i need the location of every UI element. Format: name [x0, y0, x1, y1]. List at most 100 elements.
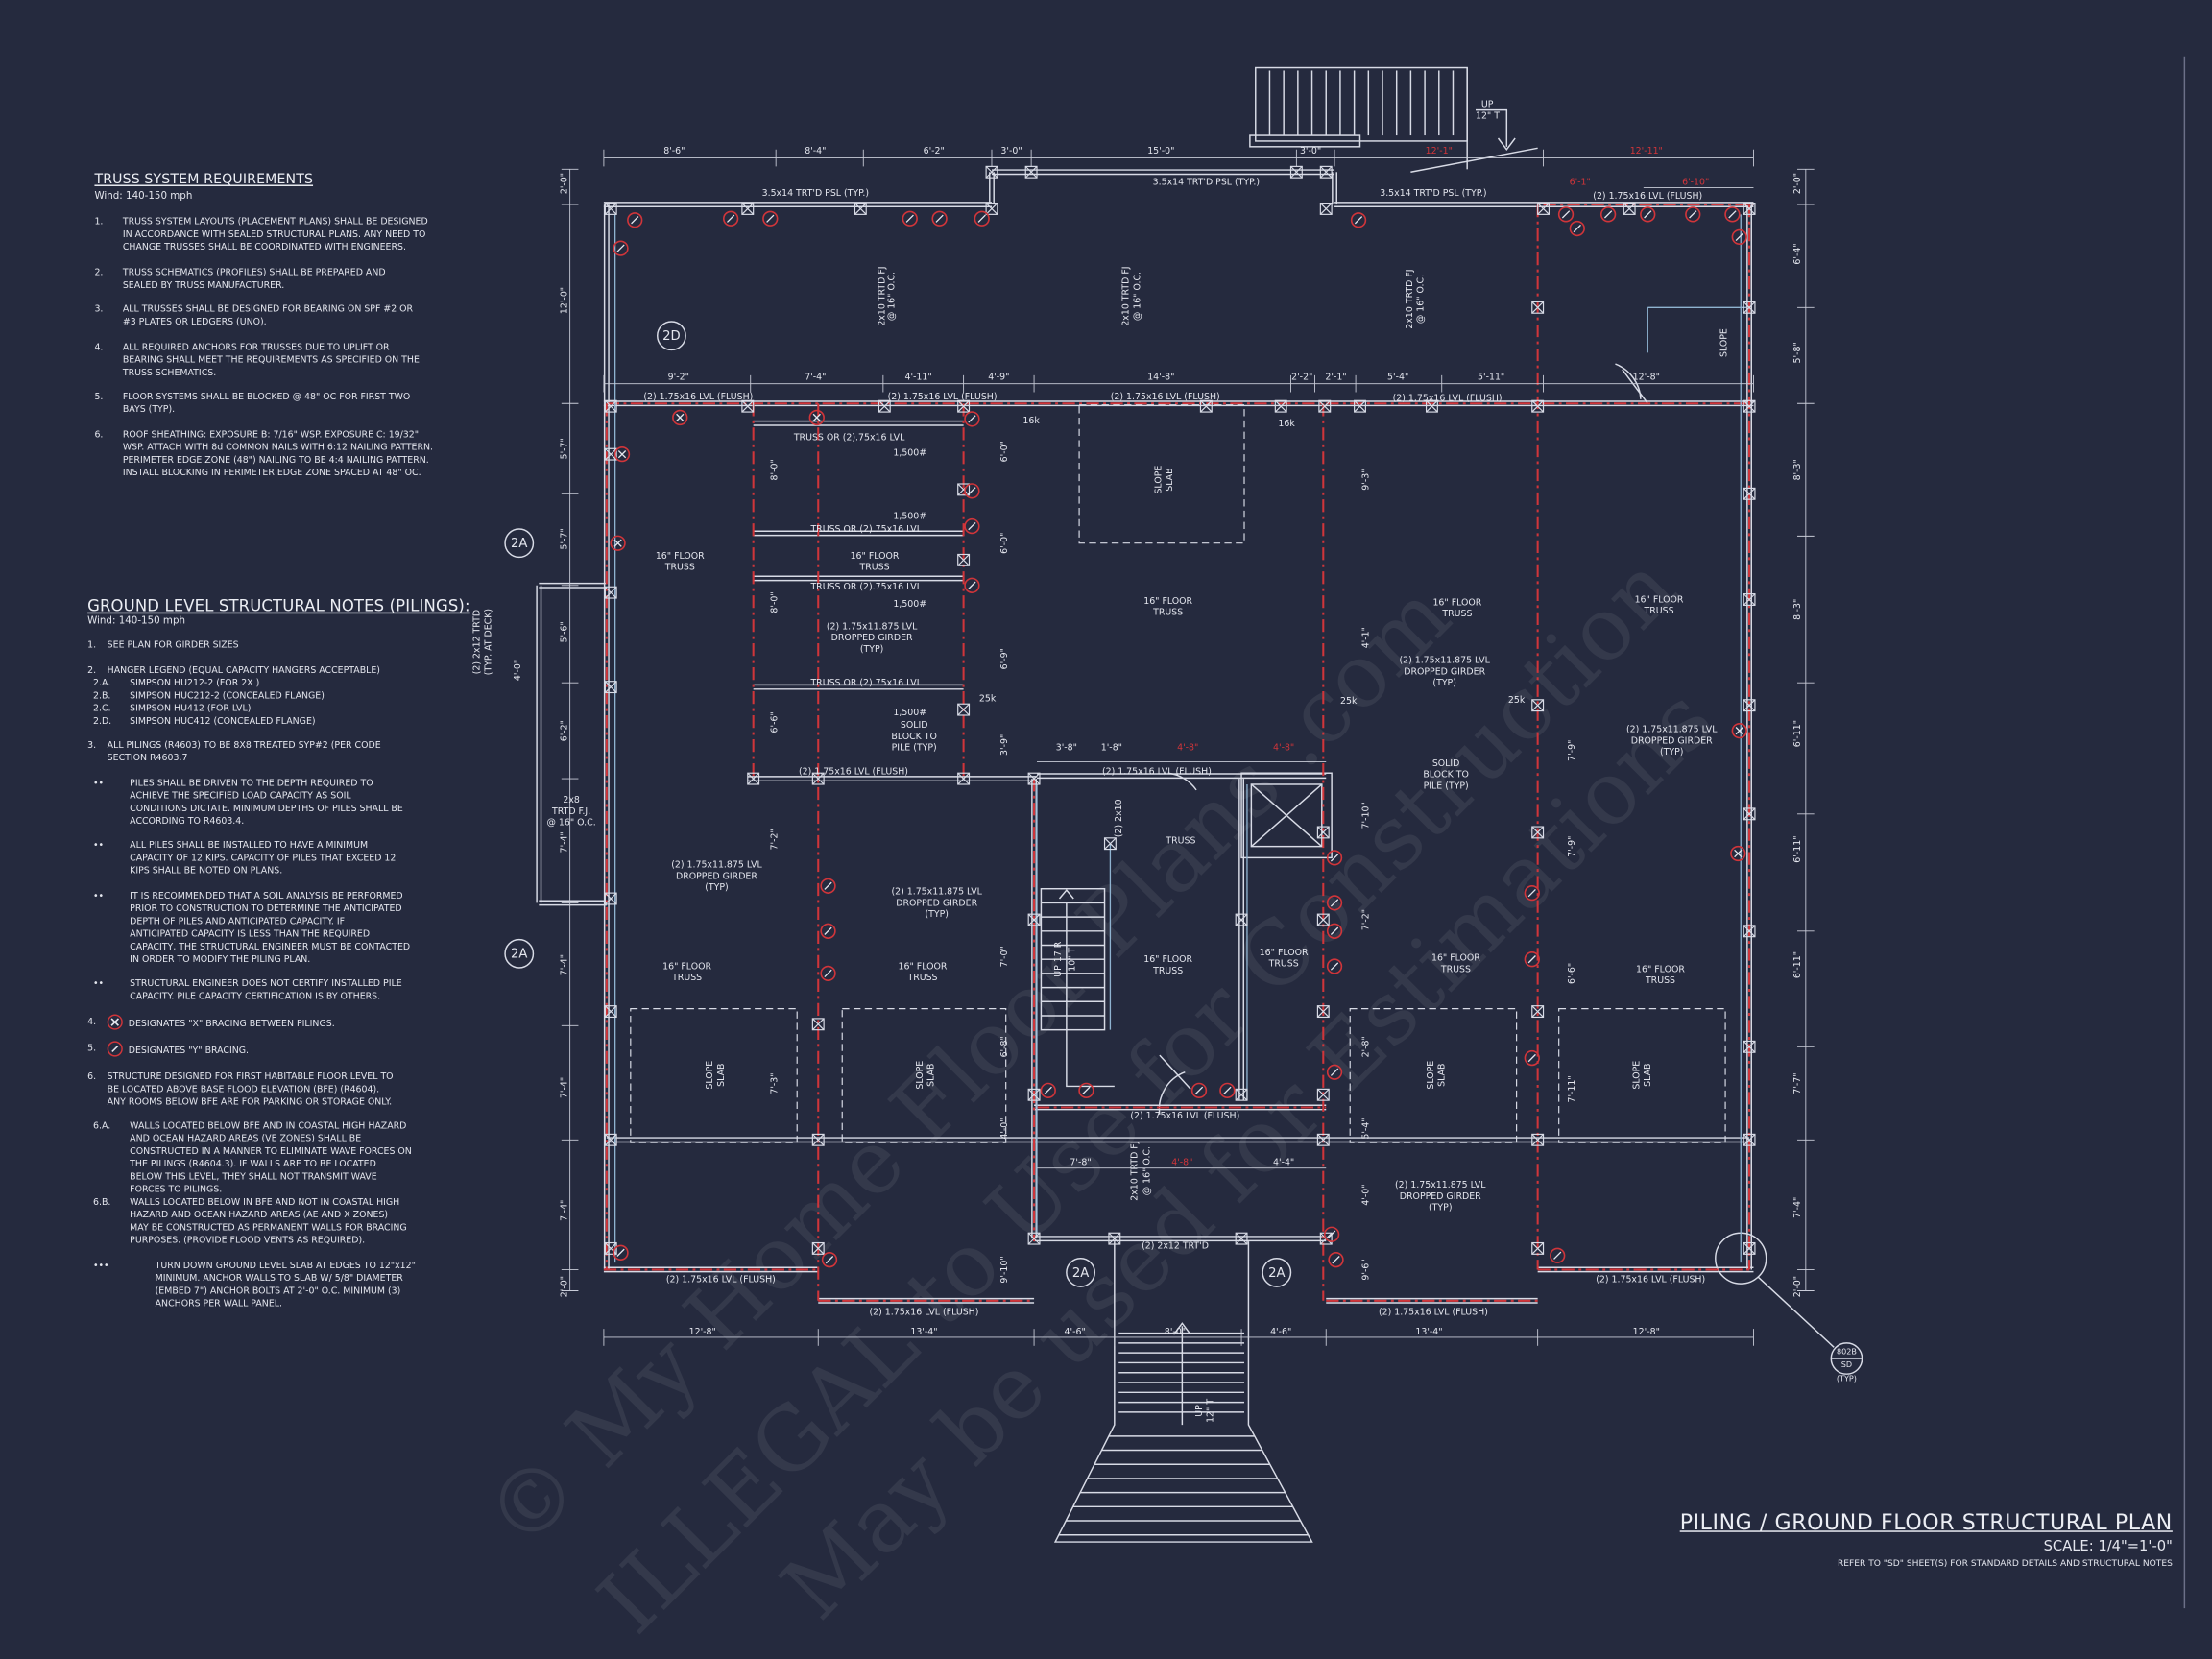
detail-tag: 2A: [1268, 1266, 1285, 1281]
dimension-text: 7'-8": [1070, 1158, 1091, 1168]
plan-label: (2) 1.75x11.875 LVL: [1399, 656, 1490, 666]
note-number: 1.: [87, 638, 97, 651]
plan-label: 3.5x14 TRT'D PSL (TYP.): [762, 188, 869, 199]
detail-tag-circle: [657, 321, 686, 351]
piling-icon: [1235, 1088, 1248, 1101]
plan-label: @ 16" O.C.: [1132, 272, 1142, 321]
plan-label: TRUSS: [906, 973, 937, 983]
dimension-text: 2'-0": [560, 1276, 570, 1297]
plan-label: (TYP): [1432, 678, 1455, 688]
plan-label: 1,500#: [893, 708, 926, 718]
note-item: 4.DESIGNATES "X" BRACING BETWEEN PILINGS…: [87, 1013, 416, 1030]
slope-label: SLOPE: [705, 1061, 715, 1090]
plan-label: 2x10 TRTD FJ: [1405, 269, 1415, 328]
plan-label: TRUSS: [671, 973, 702, 983]
slab-label: SLAB: [1165, 468, 1175, 491]
note-text-line: TRUSS SYSTEM LAYOUTS (PLACEMENT PLANS) S…: [122, 215, 428, 228]
dimension-text: 12'-11": [1630, 146, 1663, 156]
plan-label: DROPPED GIRDER: [1631, 735, 1713, 746]
note-item: ••IT IS RECOMMENDED THAT A SOIL ANALYSIS…: [87, 889, 416, 965]
piling-icon: [1531, 301, 1545, 314]
plan-label: (2) 1.75x11.875 LVL: [1395, 1180, 1486, 1190]
dimension-text: 7'-3": [770, 1072, 781, 1094]
piling-icon: [1235, 913, 1248, 926]
shaft-x: [1250, 783, 1323, 848]
plan-label: 16k: [1022, 416, 1040, 426]
note-text-line: FORCES TO PILINGS.: [130, 1183, 223, 1195]
plan-label: TRUSS: [1441, 609, 1472, 619]
note-text-line: BEARING SHALL MEET THE REQUIREMENTS AS S…: [122, 353, 420, 365]
note-text-line: MINIMUM. ANCHOR WALLS TO SLAB W/ 5/8" DI…: [155, 1271, 403, 1284]
dimension-text: 7'-7": [1792, 1072, 1803, 1094]
piling-icon: [1531, 699, 1545, 712]
note-text-line: CHANGE TRUSSES SHALL BE COORDINATED WITH…: [122, 241, 406, 253]
dimension-text: 12'-0": [560, 287, 570, 314]
note-item: 6.A.WALLS LOCATED BELOW BFE AND IN COAST…: [87, 1120, 416, 1196]
dimension-text: 4'-8": [1177, 743, 1198, 754]
plan-label: (2) 2x12 TRTD: [472, 610, 483, 674]
plan-label: SD: [1841, 1359, 1852, 1369]
plan-label: (2) 1.75x11.875 LVL: [827, 621, 918, 632]
piling-icon: [1743, 1040, 1756, 1053]
piling-icon: [604, 586, 617, 599]
plan-label: (TYP): [705, 882, 728, 893]
dimension-text: 12'-8": [1633, 1327, 1660, 1337]
x-bracing-legend-icon: [107, 1013, 123, 1029]
dimension-text: 3'-0": [1000, 146, 1022, 156]
plan-label: 3.5x14 TRT'D PSL (TYP.): [1153, 177, 1260, 187]
note-text-line: PILES SHALL BE DRIVEN TO THE DEPTH REQUI…: [130, 776, 373, 788]
dimension-text: 6'-6": [770, 711, 781, 733]
note-item: 3.ALL TRUSSES SHALL BE DESIGNED FOR BEAR…: [94, 303, 433, 328]
y-bracing-icon: [820, 923, 836, 939]
plan-title: PILING / GROUND FLOOR STRUCTURAL PLAN: [1679, 1509, 2173, 1535]
note-text-line: MAY BE CONSTRUCTED AS PERMANENT WALLS FO…: [130, 1221, 407, 1234]
note-text-line: WALLS LOCATED BELOW BFE AND IN COASTAL H…: [130, 1119, 407, 1132]
plan-label: SOLID: [1432, 758, 1460, 769]
door: [1159, 1054, 1191, 1090]
door-swing: [1167, 772, 1197, 791]
detail-tag-circle: [1262, 1257, 1292, 1287]
dimension-text: 4'-6": [1270, 1327, 1291, 1337]
note-item: 2.B.SIMPSON HUC212-2 (CONCEALED FLANGE): [87, 689, 416, 702]
plan-label: (2) 1.75x16 LVL (FLUSH): [1130, 1111, 1239, 1121]
dimension-text: 4'-0": [999, 1118, 1010, 1139]
note-text-line: BELOW THIS LEVEL, THEY SHALL NOT TRANSMI…: [130, 1170, 377, 1183]
plan-label: TRUSS: [664, 563, 695, 573]
y-bracing-icon: [1190, 1082, 1208, 1099]
piling-icon: [1531, 826, 1545, 839]
slope-slab-outline: [1558, 1008, 1726, 1143]
x-bracing-icon: [1731, 722, 1747, 739]
note-item: 6.B.WALLS LOCATED BELOW IN BFE AND NOT I…: [87, 1196, 416, 1247]
y-bracing-icon: [1350, 212, 1367, 228]
y-bracing-icon: [902, 210, 918, 227]
y-bracing-icon: [1550, 1247, 1566, 1263]
stair-landing: [1249, 134, 1361, 148]
piling-icon: [1316, 913, 1330, 926]
plan-label: 16" FLOOR: [1636, 964, 1685, 974]
dimension-text: 6'-11": [1792, 835, 1803, 862]
piling-icon: [1537, 203, 1550, 215]
y-bracing-icon: [1524, 884, 1540, 902]
plan-label: @ 16" O.C.: [1416, 275, 1427, 324]
y-bracing-icon: [1326, 958, 1343, 974]
note-text-line: WALLS LOCATED BELOW IN BFE AND NOT IN CO…: [130, 1196, 400, 1208]
plan-label: 10" T: [1068, 947, 1078, 971]
dimension-text: 4'-0": [513, 660, 523, 681]
dimension-text: 6'-0": [999, 533, 1010, 554]
note-item: 5.DESIGNATES "Y" BRACING.: [87, 1041, 416, 1058]
note-item: 2.C.SIMPSON HU412 (FOR LVL): [87, 702, 416, 714]
x-bracing-icon: [613, 445, 631, 463]
x-bracing-icon: [672, 409, 688, 426]
piling-icon: [957, 772, 971, 785]
note-item: ••STRUCTURAL ENGINEER DOES NOT CERTIFY I…: [87, 977, 416, 1002]
piling-icon: [1531, 1133, 1545, 1146]
note-text-line: PRIOR TO CONSTRUCTION TO DETERMINE THE A…: [130, 902, 402, 914]
plan-label: (TYP): [1429, 1203, 1452, 1214]
truss-notes-wind: Wind: 140-150 mph: [94, 190, 193, 203]
plan-label: 16" FLOOR: [656, 551, 705, 562]
dimension-text: 12'-1": [1426, 146, 1453, 156]
note-text-line: CAPACITY OF 12 KIPS. CAPACITY OF PILES T…: [130, 852, 397, 864]
stair-side: [1410, 147, 1538, 173]
dimension-text: 7'-9": [1567, 836, 1577, 857]
